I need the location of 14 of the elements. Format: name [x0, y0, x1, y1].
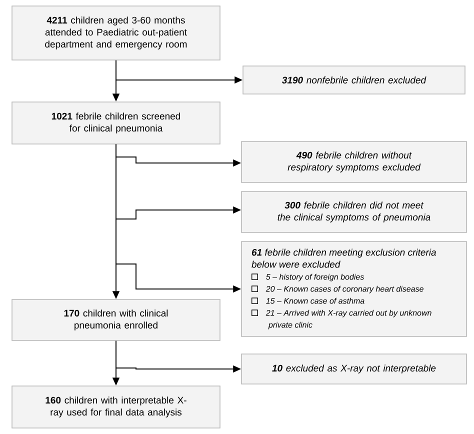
process-box: 4211 children aged 3-60 months attended to Paediatric out-patient department and emergency room [12, 6, 220, 60]
heading: 61 febrile children meeting exclusion criteria below were excluded [252, 248, 436, 268]
process-box: 170 children with clinical pneumonia enrolled [12, 299, 220, 341]
criteria-item: 21 – Arrived with X-ray carried out by unknown private clinic [266, 310, 432, 330]
criteria-item: 20 – Known cases of coronary heart disease [266, 286, 424, 294]
exclusion-box: 300 febrile children did not meet the clinical symptoms of pneumonia [241, 191, 467, 233]
exclusion-box [241, 241, 467, 337]
process-box: 1021 febrile children screened for clinical pneumonia [12, 102, 220, 144]
exclusion-box: 3190 nonfebrile children excluded [242, 66, 466, 94]
exclusion-box: 10 excluded as X-ray not interpretable [241, 354, 467, 384]
exclusion-box: 490 febrile children without respiratory symptoms excluded [241, 141, 467, 183]
process-box: 160 children with interpretable X-ray used for final data analysis [12, 386, 220, 428]
criteria-item: 5 – history of foreign bodies [266, 274, 364, 282]
criteria-item: 15 – Known case of asthma [266, 298, 364, 304]
